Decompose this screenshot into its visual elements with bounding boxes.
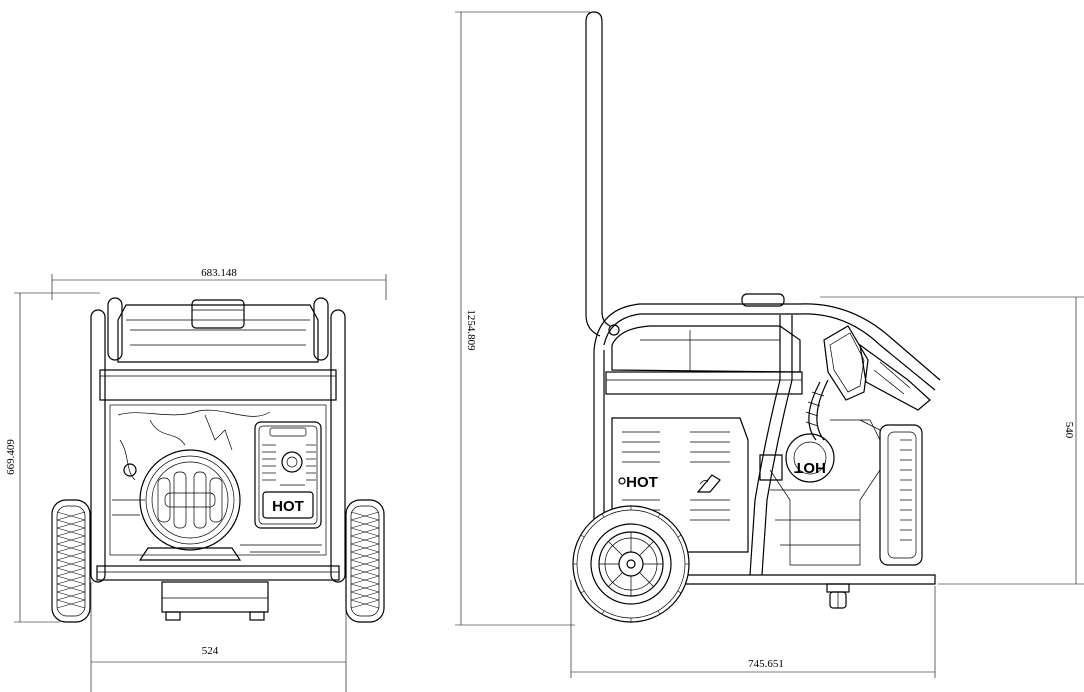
side-foot	[826, 583, 850, 609]
warning-hand-icon	[696, 474, 721, 493]
front-engine	[109, 404, 327, 556]
front-fuel-tank	[117, 299, 319, 363]
front-control-panel: HOT	[254, 421, 322, 529]
front-width-dimension: 683.148	[51, 267, 387, 300]
front-height-dimension: 669.409	[5, 292, 100, 623]
front-left-wheel	[51, 499, 91, 623]
side-length-dimension: 745.651	[570, 580, 936, 678]
front-track-dimension: 524	[90, 582, 347, 692]
front-stand	[161, 581, 269, 621]
front-right-wheel	[345, 499, 385, 623]
side-handle-height-dimension: 1254.809	[455, 11, 590, 626]
side-length-label: 745.651	[748, 658, 784, 670]
side-handle	[585, 11, 620, 337]
side-body-height-dimension: 540	[820, 296, 1084, 585]
side-wheel	[572, 505, 690, 623]
side-control-panel	[823, 325, 931, 411]
front-height-label: 669.409	[5, 439, 17, 475]
side-body-height-label: 540	[1063, 422, 1075, 439]
front-alternator	[138, 449, 242, 561]
front-width-label: 683.148	[201, 267, 237, 279]
front-track-label: 524	[202, 645, 219, 657]
side-fuel-tank	[605, 293, 803, 395]
front-hot-label: HOT	[272, 498, 304, 515]
side-handle-height-label: 1254.809	[465, 309, 477, 351]
side-hot-label: HOT	[626, 474, 658, 491]
side-engine-hot-label: HOT	[794, 459, 826, 476]
front-frame	[90, 297, 346, 583]
side-view: 1254.809 540 745.651	[455, 11, 1084, 678]
front-view: 683.148 669.409 524	[5, 267, 387, 692]
side-engine: HOT	[759, 379, 923, 566]
